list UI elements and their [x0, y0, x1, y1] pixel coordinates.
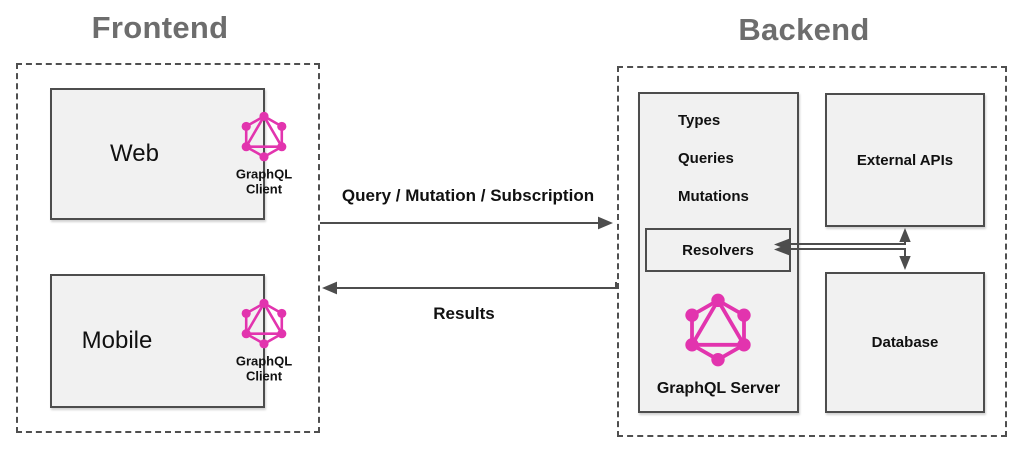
database-box: Database	[825, 272, 985, 413]
graphql-client-caption: GraphQL Client	[235, 166, 293, 197]
graphql-logo-icon	[240, 297, 288, 350]
mobile-label: Mobile	[81, 327, 153, 354]
database-label: Database	[871, 334, 939, 351]
schema-item-types: Types	[678, 112, 721, 129]
graphql-client-caption: GraphQL Client	[235, 353, 293, 384]
schema-item-queries: Queries	[678, 150, 734, 167]
external-apis-label: External APIs	[856, 151, 954, 169]
request-arrow-label: Query / Mutation / Subscription	[341, 186, 595, 205]
graphql-logo-icon	[683, 292, 753, 368]
web-label: Web	[110, 140, 159, 167]
resolvers-box: Resolvers	[645, 228, 791, 272]
query-arrow	[320, 216, 613, 230]
backend-group-border	[617, 66, 1007, 437]
mobile-client-box: Mobile GraphQL Client	[50, 274, 292, 408]
frontend-group-border	[16, 63, 320, 433]
schema-item-mutations: Mutations	[678, 188, 749, 205]
frontend-section-title: Frontend	[91, 10, 229, 45]
web-graphql-client-group: GraphQL Client	[228, 110, 300, 198]
resolvers-label: Resolvers	[682, 241, 754, 259]
response-arrow-label: Results	[433, 304, 495, 323]
graphql-server-caption: GraphQL Server	[656, 380, 781, 397]
external-apis-box: External APIs	[825, 93, 985, 227]
web-client-box: Web GraphQL Client	[50, 88, 292, 220]
backend-section-title: Backend	[738, 12, 870, 47]
mobile-graphql-client-group: GraphQL Client	[228, 297, 300, 385]
graphql-logo-icon	[240, 110, 288, 163]
results-arrow	[322, 281, 617, 295]
